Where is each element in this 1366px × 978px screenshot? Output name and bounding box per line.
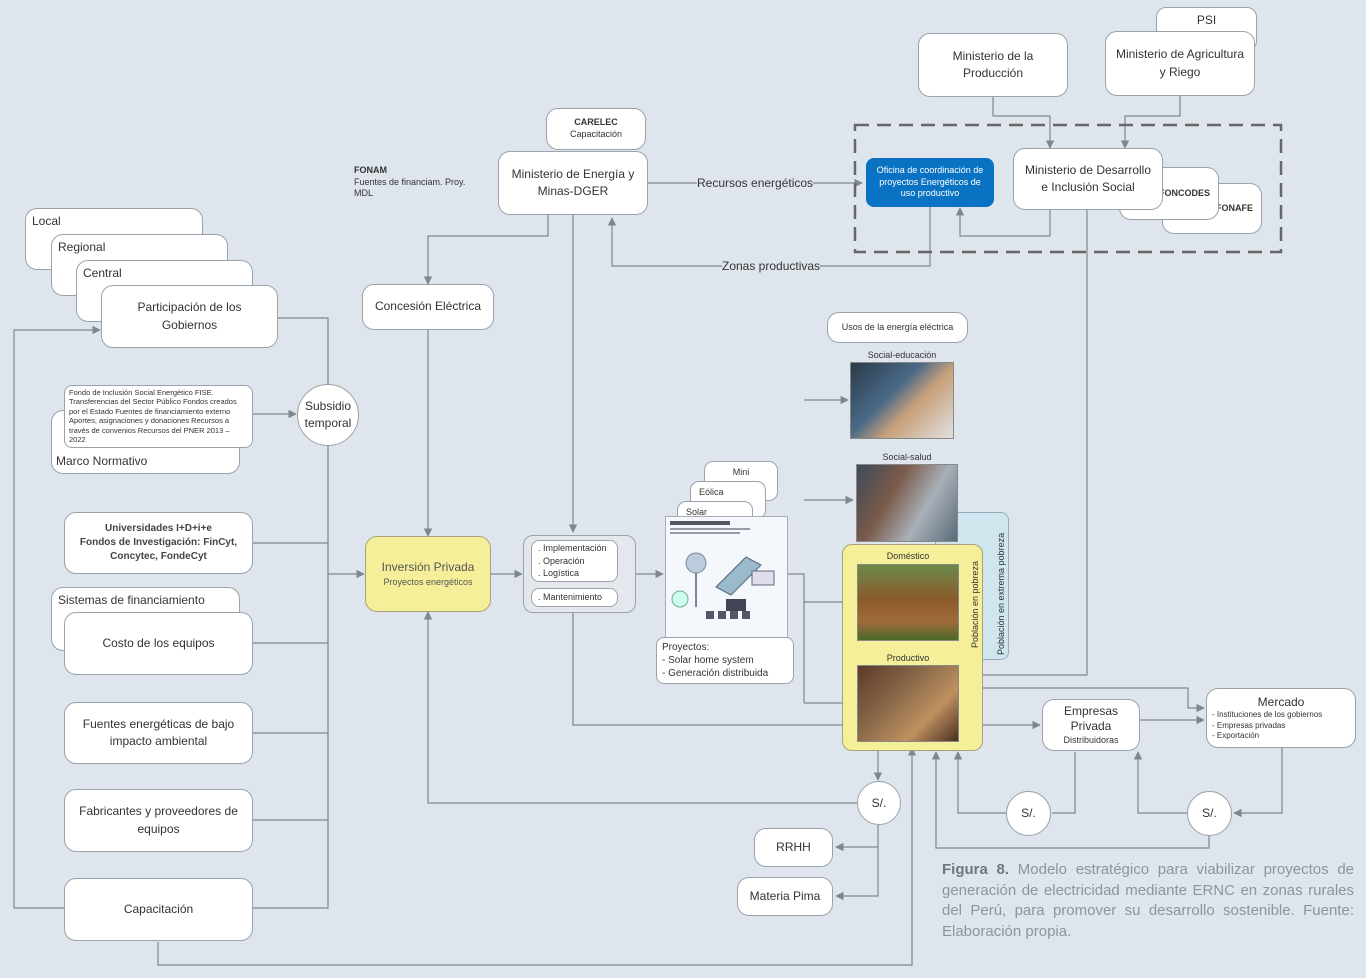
costo-equipos: Costo de los equipos — [64, 612, 253, 675]
productivo-label: Productivo — [886, 653, 930, 663]
figure-caption: Figura 8. Modelo estratégico para viabil… — [942, 860, 1354, 943]
mercado-exportacion: - Exportación — [1212, 731, 1260, 741]
universidades-title: Universidades I+D+i+e — [104, 523, 212, 534]
carelec-sub: Capacitación — [569, 129, 623, 139]
proyectos-solar-home: - Solar home system — [662, 655, 754, 666]
carelec-box: CARELEC Capacitación — [546, 108, 646, 150]
mercado-title: Mercado — [1257, 694, 1305, 709]
empresas-sub: Distribuidoras — [1063, 734, 1119, 745]
oficina-coordinacion: Oficina de coordinación de proyectos Ene… — [866, 158, 994, 207]
universidades-box: Universidades I+D+i+e Fondos de Investig… — [64, 512, 253, 574]
materia-pima-box: Materia Pima — [737, 877, 833, 916]
recursos-energeticos-label: Recursos energéticos — [697, 176, 814, 190]
rrhh-box: RRHH — [754, 828, 833, 867]
social-salud-photo — [856, 464, 958, 542]
inversion-sub: Proyectos energéticos — [383, 577, 473, 588]
poblacion-extrema-label: Población en extrema pobreza — [996, 532, 1006, 655]
soles-node-3: S/. — [1187, 791, 1232, 836]
usos-energia: Usos de la energía eléctrica — [827, 312, 968, 343]
fonam-sub: Fuentes de financiam. Proy. MDL — [354, 176, 466, 199]
domestico-photo — [857, 564, 959, 641]
op-logistica: . Logística — [538, 568, 580, 579]
inversion-privada: Inversión Privada Proyectos energéticos — [365, 536, 491, 612]
mantenimiento-box: . Mantenimiento — [531, 588, 618, 607]
poblacion-pobreza-label: Población en pobreza — [970, 560, 980, 648]
ministerio-produccion: Ministerio de la Producción — [918, 33, 1068, 97]
carelec-title: CARELEC — [574, 117, 618, 128]
inversion-title: Inversión Privada — [381, 559, 475, 574]
mercado-box: Mercado - Instituciones de los gobiernos… — [1206, 688, 1356, 748]
empresas-privada: Empresas Privada Distribuidoras — [1042, 699, 1140, 751]
soles-node-2: S/. — [1006, 791, 1051, 836]
soles-node-1: S/. — [857, 781, 901, 825]
ministerio-desarrollo: Ministerio de Desarrollo e Inclusión Soc… — [1013, 148, 1163, 210]
concesion-electrica: Concesión Eléctrica — [362, 284, 494, 330]
hybrid-system-icon — [670, 521, 775, 619]
fuentes-bajo-impacto: Fuentes energéticas de bajo impacto ambi… — [64, 702, 253, 764]
social-educacion-photo — [850, 362, 954, 439]
capacitacion-box: Capacitación — [64, 878, 253, 941]
subsidio-temporal: Subsidio temporal — [297, 384, 359, 446]
caption-label: Figura 8. — [942, 861, 1010, 878]
domestico-label: Doméstico — [886, 551, 930, 561]
op-implementacion: . Implementación — [538, 543, 607, 554]
caption-text: Modelo estratégico para viabilizar proye… — [942, 861, 1355, 941]
mercado-empresas: - Empresas privadas — [1212, 720, 1286, 730]
productivo-photo — [857, 665, 959, 742]
proyectos-generacion: - Generación distribuida — [662, 668, 769, 679]
fabricantes-proveedores: Fabricantes y proveedores de equipos — [64, 789, 253, 852]
empresas-title: Empresas Privada — [1063, 703, 1119, 734]
participacion-gobiernos: Participación de los Gobiernos — [101, 285, 278, 348]
fonam-block: FONAM Fuentes de financiam. Proy. MDL — [354, 165, 484, 200]
social-educacion-label: Social-educación — [867, 350, 937, 360]
mercado-gobiernos: - Instituciones de los gobiernos — [1212, 709, 1323, 719]
proyectos-title: Proyectos: — [662, 642, 710, 653]
social-salud-label: Social-salud — [882, 452, 932, 462]
op-operacion: . Operación — [538, 555, 585, 566]
ministerio-agricultura: Ministerio de Agricultura y Riego — [1105, 31, 1255, 96]
operaciones-box: . Implementación . Operación . Logística — [531, 540, 618, 582]
zonas-productivas-label: Zonas productivas — [722, 259, 821, 273]
fondos-investigacion: Fondos de Investigación: FinCyt, Concyte… — [79, 537, 238, 562]
fonam-title: FONAM — [354, 165, 387, 175]
fondo-inclusion: Fondo de Inclusión Social Energético FIS… — [64, 385, 253, 448]
proyectos-box: Proyectos: - Solar home system - Generac… — [656, 637, 794, 684]
ministerio-energia: Ministerio de Energía y Minas-DGER — [498, 151, 648, 215]
hybrid-system-image — [665, 516, 788, 638]
